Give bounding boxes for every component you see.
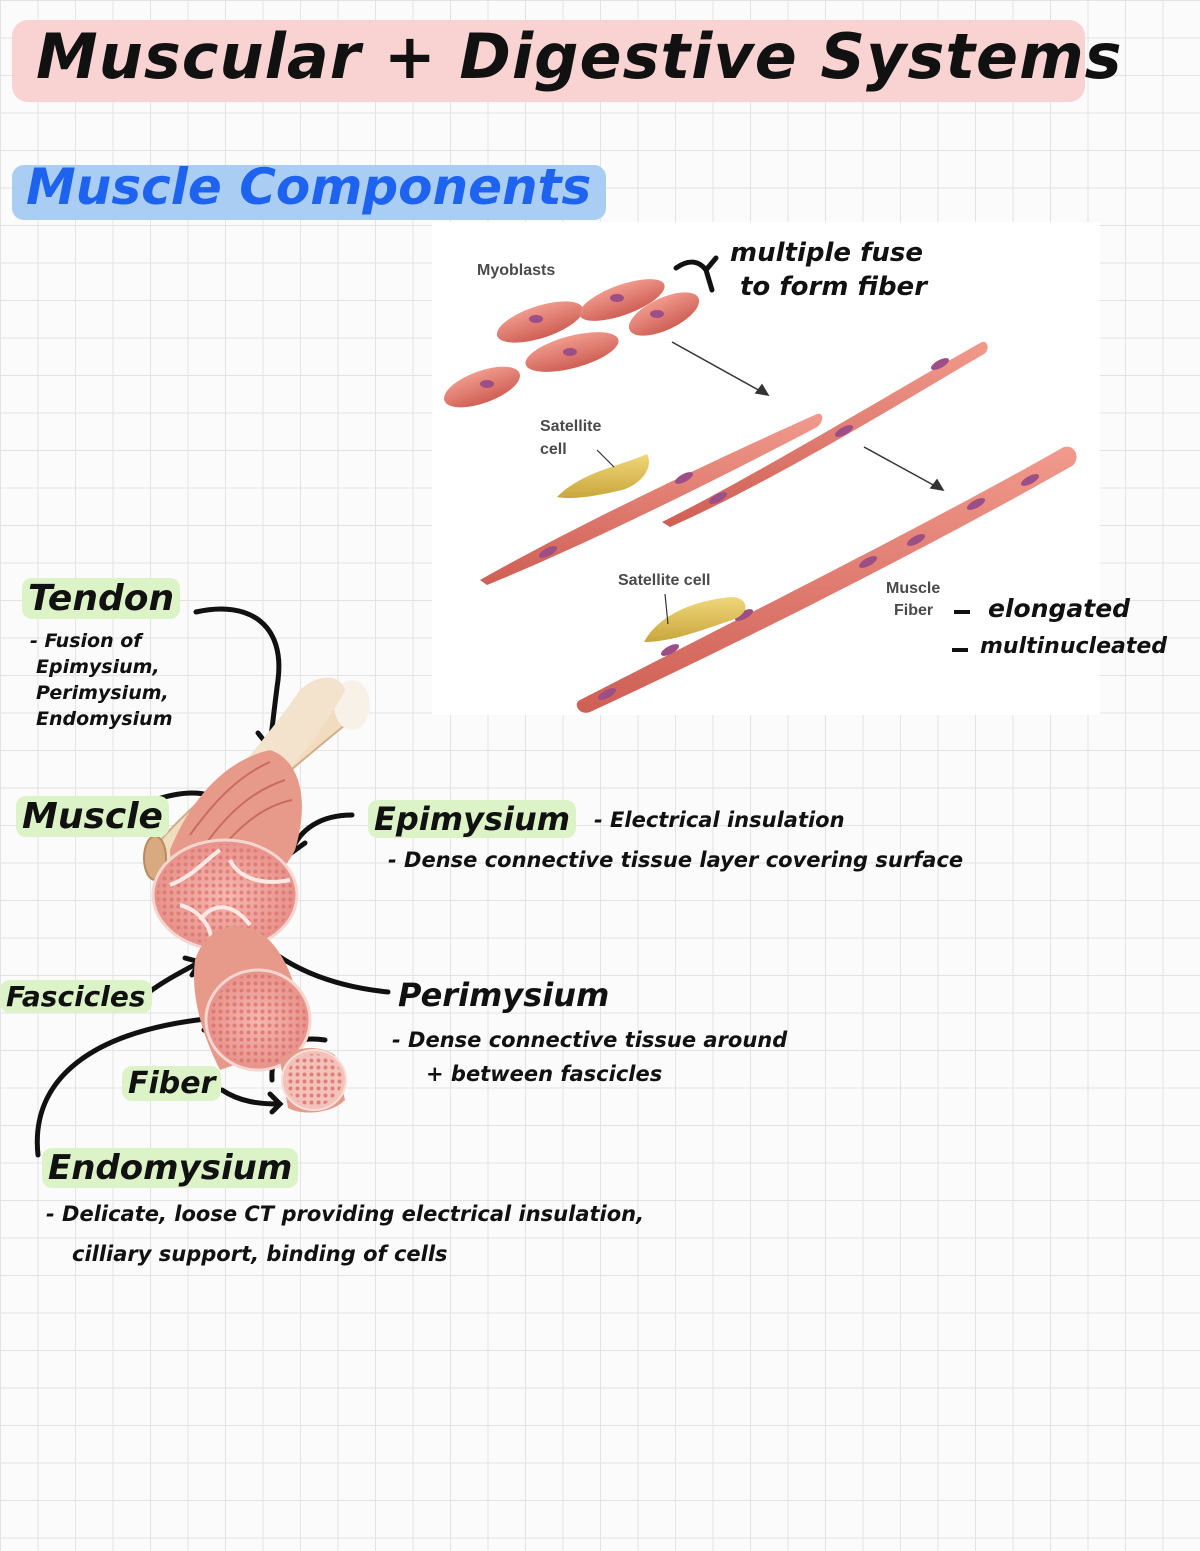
epimysium-note: - Dense connective tissue layer covering… (388, 848, 964, 872)
mature-muscle-fiber (576, 446, 1077, 713)
epimysium-label: Epimysium (368, 800, 577, 838)
note-elongated: elongated (988, 594, 1131, 623)
note-fuse-line1: multiple fuse (730, 238, 923, 268)
process-arrows (671, 341, 945, 492)
perimysium-label: Perimysium (398, 976, 610, 1014)
fusing-fibers (480, 341, 988, 585)
label-satellite-cell-2: Satellite cell (618, 572, 711, 589)
perimysium-note-2: + between fascicles (426, 1062, 663, 1086)
fiber-label: Fiber (122, 1066, 222, 1101)
label-myoblasts: Myoblasts (477, 262, 556, 279)
fascicles-label: Fascicles (0, 980, 152, 1013)
label-satellite-cell-1-line2: cell (540, 441, 567, 458)
note-multinucleated: multinucleated (980, 634, 1168, 659)
note-fuse-line2: to form fiber (740, 272, 928, 302)
myoblast-cells (444, 279, 700, 408)
endomysium-label: Endomysium (42, 1148, 299, 1188)
muscle-label: Muscle (16, 796, 169, 837)
title-highlight (12, 20, 1085, 102)
tendon-note-3: Perimysium, (36, 682, 169, 704)
endomysium-note-1: - Delicate, loose CT providing electrica… (46, 1202, 645, 1226)
section-heading: Muscle Components (26, 158, 592, 216)
label-muscle-fiber-line2: Fiber (894, 602, 934, 619)
perimysium-note-1: - Dense connective tissue around (392, 1028, 788, 1052)
tendon-label: Tendon (22, 578, 181, 619)
label-muscle-fiber-line1: Muscle (886, 580, 941, 597)
satellite-cell-lower (644, 597, 746, 642)
endomysium-note-2: cilliary support, binding of cells (72, 1242, 448, 1266)
label-satellite-cell-1-line1: Satellite (540, 418, 602, 435)
page-title: Muscular + Digestive Systems (36, 20, 1123, 93)
tendon-note-1: - Fusion of (30, 630, 142, 652)
epimysium-inline-note: - Electrical insulation (594, 808, 845, 832)
satellite-cell-upper (557, 454, 650, 499)
section-heading-highlight (12, 165, 606, 220)
muscle-fiber-figure: Myoblasts Satellite cell Satellite cell … (432, 222, 1100, 715)
tendon-note-4: Endomysium (36, 708, 173, 730)
muscle-fiber-illustration (444, 279, 1077, 713)
tendon-note-2: Epimysium, (36, 656, 160, 678)
